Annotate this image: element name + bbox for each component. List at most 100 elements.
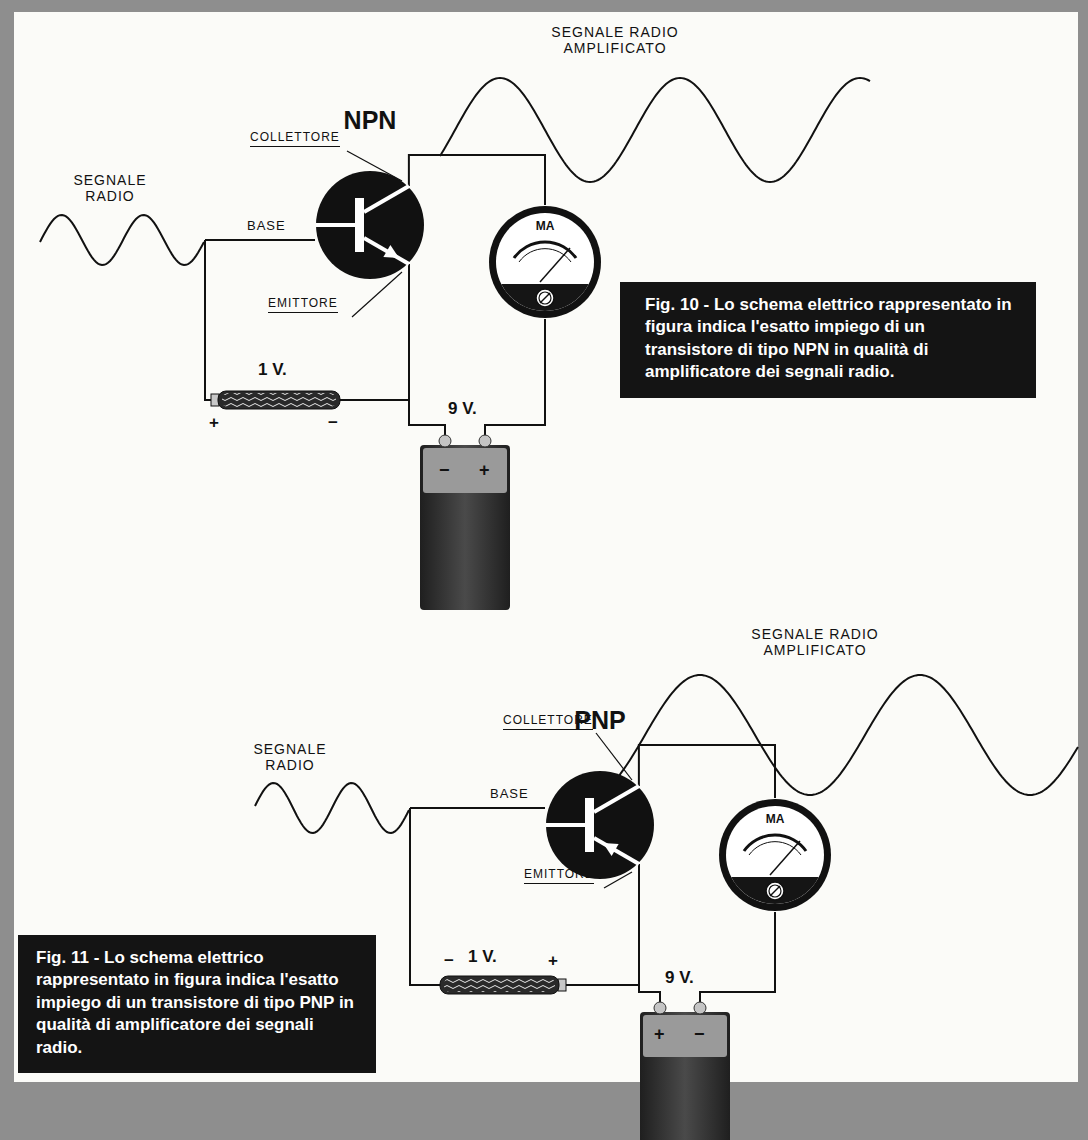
meter-unit: MA bbox=[718, 812, 832, 826]
meter-needle bbox=[540, 248, 570, 282]
polarity-sign: + bbox=[654, 1024, 665, 1045]
caption-box: Fig. 10 - Lo schema elettrico rappresent… bbox=[620, 282, 1036, 398]
caption-text: Fig. 10 - Lo schema elettrico rappresent… bbox=[645, 294, 1014, 384]
transistor-symbol bbox=[315, 170, 425, 280]
milliammeter: MA bbox=[718, 798, 832, 912]
emitter-lead bbox=[364, 238, 409, 264]
input-signal bbox=[255, 783, 409, 833]
meter-symbol bbox=[489, 206, 601, 318]
battery-texture bbox=[222, 393, 336, 407]
battery-body bbox=[440, 976, 559, 994]
signal-label: SEGNALE RADIO AMPLIFICATO bbox=[535, 24, 695, 56]
polarity-sign: − bbox=[694, 1024, 705, 1045]
emitter-lead bbox=[594, 838, 639, 864]
battery-body bbox=[218, 391, 340, 409]
bias-wire bbox=[205, 240, 211, 400]
collector-wire bbox=[409, 155, 545, 205]
pin-label: COLLETTORE bbox=[250, 131, 340, 147]
transistor-symbol bbox=[545, 770, 655, 880]
battery-body bbox=[640, 1012, 730, 1140]
pin-label: EMITTORE bbox=[268, 297, 338, 313]
polarity-sign: − bbox=[328, 413, 338, 433]
leader-line bbox=[352, 272, 402, 317]
adjust-screw bbox=[769, 885, 781, 897]
emitter-wire bbox=[409, 264, 445, 436]
collector-lead bbox=[594, 786, 639, 812]
pin-label: BASE bbox=[247, 219, 286, 234]
input-signal bbox=[40, 215, 204, 265]
milliammeter: MA bbox=[488, 205, 602, 319]
meter-wire bbox=[485, 319, 545, 436]
polarity-sign: + bbox=[479, 460, 490, 481]
polarity-sign: − bbox=[444, 951, 454, 971]
battery-9v bbox=[640, 1002, 730, 1140]
battery-body bbox=[420, 445, 510, 610]
battery-wire bbox=[565, 984, 639, 986]
battery-terminal bbox=[694, 1002, 706, 1014]
emitter-arrow bbox=[383, 245, 399, 258]
voltage-label: 1 V. bbox=[468, 947, 497, 967]
battery-1v bbox=[440, 976, 566, 994]
caption-box: Fig. 11 - Lo schema elettrico rappresent… bbox=[18, 935, 376, 1073]
meter-ring bbox=[719, 799, 831, 911]
caption-text: Fig. 11 - Lo schema elettrico rappresent… bbox=[36, 947, 362, 1059]
polarity-sign: + bbox=[548, 951, 558, 971]
collector-lead bbox=[364, 186, 409, 212]
battery-terminal bbox=[479, 435, 491, 447]
adjust-screw bbox=[540, 293, 550, 303]
transistor-type: NPN bbox=[315, 106, 425, 134]
polarity-sign: − bbox=[439, 460, 450, 481]
battery-label-area bbox=[423, 448, 507, 493]
amplified-signal bbox=[610, 675, 1078, 795]
transistor-case bbox=[546, 771, 654, 879]
adjust-screw bbox=[766, 882, 784, 900]
signal-label: SEGNALE RADIO AMPLIFICATO bbox=[735, 626, 895, 658]
meter-ring bbox=[489, 206, 601, 318]
voltage-label: 1 V. bbox=[258, 360, 287, 380]
battery-texture bbox=[444, 978, 555, 992]
polarity-sign: + bbox=[209, 413, 219, 433]
paper-panel bbox=[14, 12, 1078, 1082]
meter-wire bbox=[700, 912, 775, 1003]
base-wire bbox=[410, 807, 545, 809]
transistor-case bbox=[316, 171, 424, 279]
transistor-symbol bbox=[316, 171, 424, 279]
base-lead bbox=[316, 223, 355, 227]
pin-label: EMITTORE bbox=[524, 868, 594, 884]
signal-waves bbox=[40, 78, 1078, 833]
base-lead bbox=[546, 823, 585, 827]
transistor-symbol: NPN bbox=[315, 170, 425, 280]
base-wire bbox=[205, 239, 315, 241]
meter-needle bbox=[770, 841, 800, 875]
emitter-arrow bbox=[603, 843, 619, 856]
base-bar bbox=[585, 798, 594, 852]
battery-terminal bbox=[439, 435, 451, 447]
bias-wire bbox=[410, 808, 440, 985]
adjust-screw bbox=[539, 292, 551, 304]
meter-scale bbox=[514, 242, 576, 258]
meter-symbol bbox=[719, 799, 831, 911]
emitter-wire bbox=[639, 864, 660, 1003]
battery-label-area bbox=[643, 1015, 727, 1057]
meter-base bbox=[501, 284, 589, 311]
voltage-label: 9 V. bbox=[665, 968, 694, 988]
adjust-screw bbox=[536, 289, 554, 307]
meter-unit: MA bbox=[488, 219, 602, 233]
transistor-symbol: PNP bbox=[545, 770, 655, 880]
battery-1v bbox=[211, 391, 340, 409]
battery-terminal bbox=[654, 1002, 666, 1014]
base-bar bbox=[355, 198, 364, 252]
signal-label: SEGNALE RADIO bbox=[65, 172, 155, 204]
pin-label: BASE bbox=[490, 787, 529, 802]
amplified-signal bbox=[440, 78, 870, 182]
pin-label: COLLETTORE bbox=[503, 714, 593, 730]
meter-base bbox=[731, 877, 819, 904]
transistor-symbol bbox=[546, 771, 654, 879]
collector-wire bbox=[639, 745, 775, 798]
battery-9v bbox=[420, 435, 510, 610]
voltage-label: 9 V. bbox=[448, 399, 477, 419]
battery-wire bbox=[340, 399, 409, 401]
adjust-screw bbox=[770, 886, 780, 896]
meter-scale bbox=[744, 835, 806, 851]
